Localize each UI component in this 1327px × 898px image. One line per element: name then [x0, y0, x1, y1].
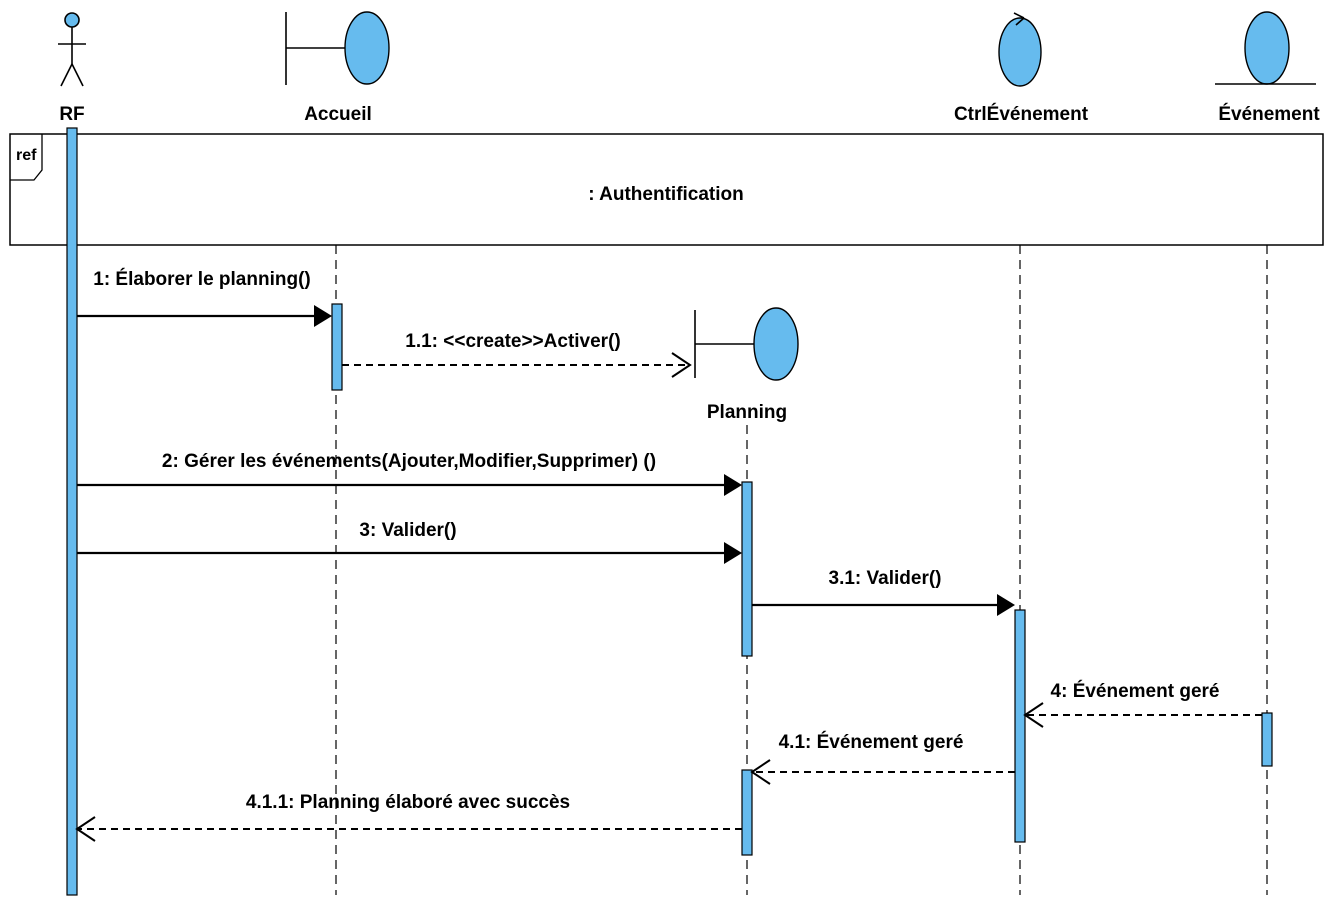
- participant-evenement-label: Événement: [1218, 103, 1320, 125]
- participant-accueil-label: Accueil: [304, 104, 372, 125]
- activation-rf: [66, 127, 78, 896]
- message-4-1-1-label: 4.1.1: Planning élaboré avec succès: [246, 792, 570, 813]
- message-4-label: 4: Événement geré: [1051, 680, 1220, 702]
- participant-ctrl-evenement-label: CtrlÉvénement: [954, 103, 1089, 125]
- message-3-1-label: 3.1: Valider(): [829, 568, 942, 589]
- message-4: 4: Événement geré: [1023, 680, 1262, 728]
- ref-frame: [9, 133, 1324, 246]
- message-1-1-label: 1.1: <<create>>Activer(): [405, 331, 620, 352]
- participant-planning-label: Planning: [707, 402, 787, 423]
- activation-accueil: [331, 303, 343, 391]
- message-4-1: 4.1: Événement geré: [750, 731, 1015, 785]
- message-1: 1: Élaborer le planning(): [77, 268, 332, 327]
- message-1-1: 1.1: <<create>>Activer(): [342, 331, 692, 378]
- activation-planning-2: [741, 769, 753, 856]
- message-3: 3: Valider(): [77, 520, 742, 564]
- message-4-1-1: 4.1.1: Planning élaboré avec succès: [75, 792, 742, 842]
- control-icon: [998, 12, 1042, 87]
- ref-frame-label: : Authentification: [588, 184, 744, 205]
- ref-frame-tag-border: [10, 134, 43, 181]
- message-2: 2: Gérer les événements(Ajouter,Modifier…: [77, 451, 742, 496]
- entity-icon: [1215, 11, 1316, 85]
- message-3-1: 3.1: Valider(): [752, 568, 1015, 616]
- ref-frame-tag: ref: [16, 147, 37, 164]
- message-2-label: 2: Gérer les événements(Ajouter,Modifier…: [162, 451, 656, 472]
- activation-evenement: [1261, 712, 1273, 767]
- message-4-1-label: 4.1: Événement geré: [779, 731, 964, 753]
- boundary-icon: [285, 11, 390, 85]
- activation-ctrl-evenement: [1014, 609, 1026, 843]
- message-1-label: 1: Élaborer le planning(): [93, 268, 310, 290]
- boundary-icon: [694, 307, 799, 381]
- actor-icon: [58, 12, 86, 87]
- message-3-label: 3: Valider(): [359, 520, 456, 541]
- activation-planning-1: [741, 481, 753, 657]
- participant-rf-label: RF: [59, 104, 84, 125]
